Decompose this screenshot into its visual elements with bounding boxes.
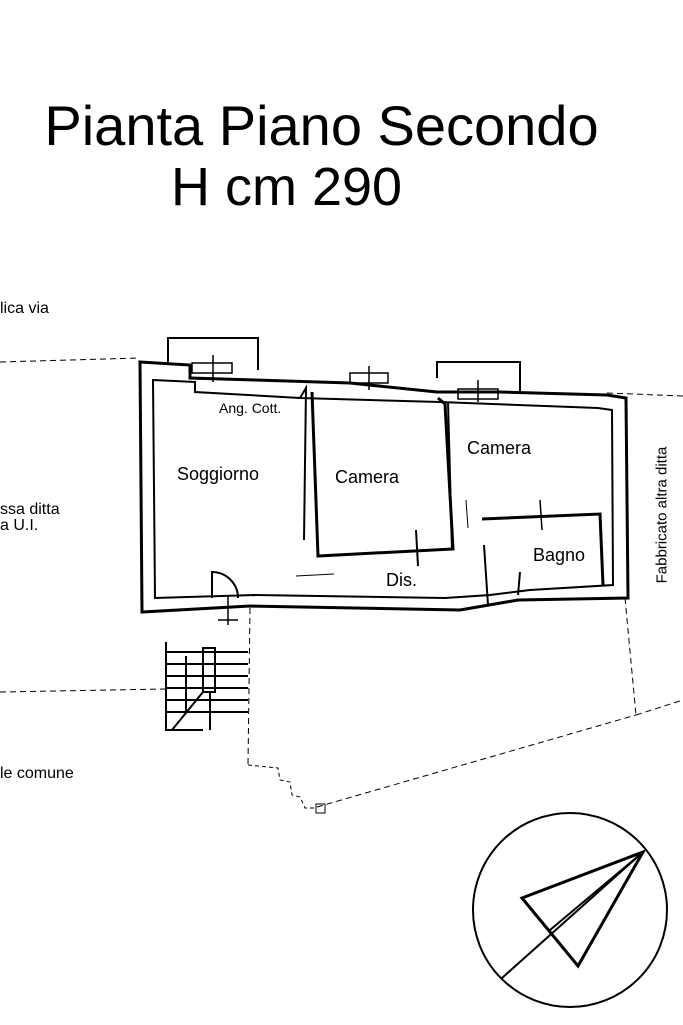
label-ditta-1: ssa ditta [0,501,60,518]
room-soggiorno: Soggiorno [177,464,260,484]
boundary-line-top-left [0,357,141,363]
room-camera-1: Camera [335,467,400,487]
room-ang-cott: Ang. Cott. [219,400,282,416]
outer-wall [138,360,630,614]
partition-bagno-left [483,544,489,606]
window-soggiorno [191,362,233,374]
label-via: lica via [0,300,49,317]
label-comune: le comune [0,765,74,782]
room-bagno: Bagno [533,545,586,565]
label-ditta-2: a U.I. [0,517,39,534]
partition-soggiorno-camera [299,384,308,541]
staircase [165,642,248,731]
north-arrow-icon [472,812,668,1008]
partition-camera-box [310,391,455,558]
partition-bagno [481,512,605,586]
label-fabbricato: Fabbricato altra ditta [653,446,671,584]
boundary-line-right-low [635,699,683,716]
partition-camera2-left [447,401,453,551]
boundary-line-mid-left [0,688,166,693]
dis-mark-2 [295,573,335,577]
plan-title: Pianta Piano Secondo [44,94,599,157]
boundary-line-right-vert [624,597,637,716]
balcony-camera [436,361,521,392]
terrace-marker [315,803,326,814]
dis-mark [415,529,419,567]
plan-height: H cm 290 [170,157,403,217]
room-dis: Dis. [386,570,417,590]
boundary-line-top-right [606,392,683,397]
boundary-line-terrace-right [316,714,637,808]
terrace-steps [247,764,317,809]
window-bagno [539,499,543,531]
balcony-soggiorno [167,337,259,370]
inner-wall [151,378,615,600]
terrace-line-left [247,607,251,766]
camera-mark [465,499,469,529]
room-camera-2: Camera [467,438,532,458]
partition-bagno-inner [517,571,521,596]
entrance-door [211,570,239,599]
